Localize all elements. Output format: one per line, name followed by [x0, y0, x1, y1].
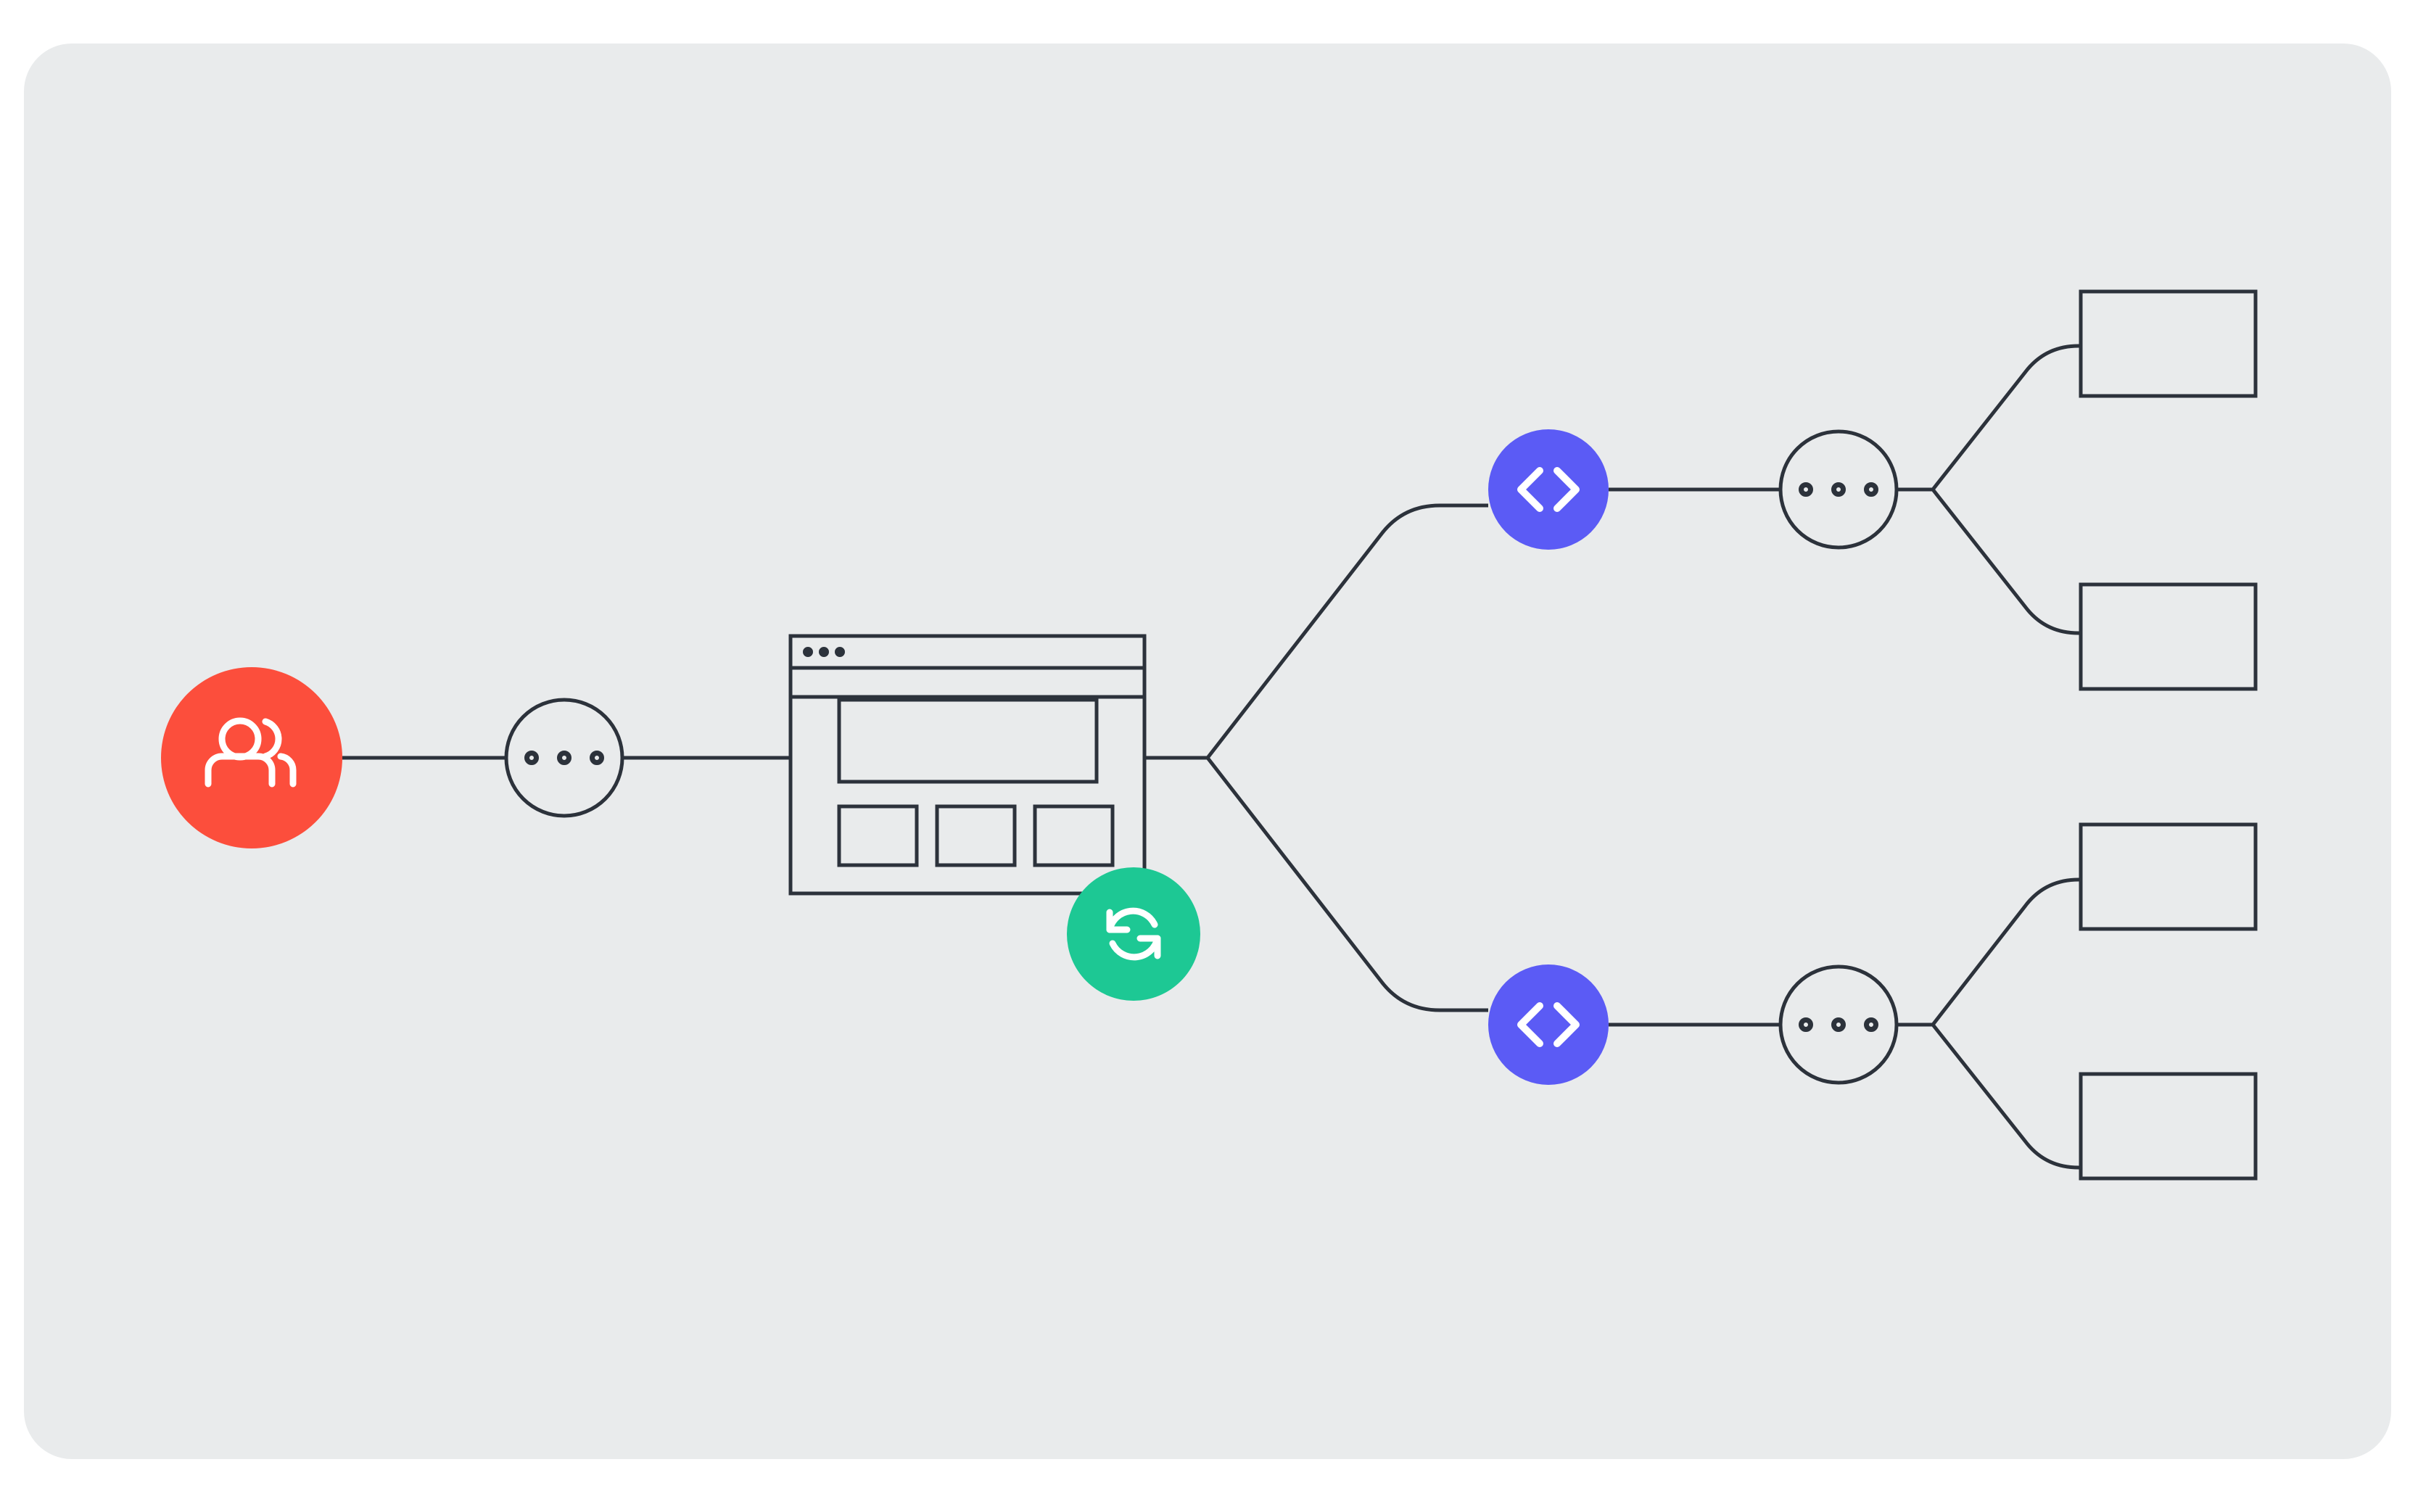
ellipsis-dot	[1864, 482, 1878, 497]
connector-split-up	[1206, 503, 1488, 759]
code-node-top[interactable]	[1488, 429, 1609, 550]
endpoint-rect-4[interactable]	[2079, 1072, 2258, 1181]
dots-node-primary[interactable]	[504, 698, 624, 818]
endpoint-rect-2[interactable]	[2079, 582, 2258, 691]
browser-traffic-dot	[835, 647, 845, 657]
diagram-card	[24, 44, 2391, 1459]
ellipsis-dot	[524, 751, 539, 765]
ellipsis-dot	[590, 751, 604, 765]
dots-node-top[interactable]	[1778, 429, 1899, 550]
users-node[interactable]	[161, 667, 342, 848]
ellipsis-dot	[1799, 482, 1813, 497]
users-icon	[205, 717, 297, 788]
dots-node-ring	[504, 698, 624, 818]
code-node-disc	[1488, 964, 1609, 1085]
connector-layer	[342, 344, 2081, 1170]
endpoint-rect-1[interactable]	[2079, 289, 2258, 398]
sync-node-disc	[1067, 867, 1200, 1001]
browser-tile-group	[837, 804, 1115, 867]
ellipsis-dot	[557, 751, 572, 765]
ellipsis-icon	[1799, 482, 1878, 497]
dots-node-ring	[1778, 964, 1899, 1085]
connector-split-down	[1206, 756, 1488, 1012]
browser-tile[interactable]	[837, 804, 919, 867]
browser-tile[interactable]	[935, 804, 1017, 867]
dots-node-ring	[1778, 429, 1899, 550]
code-brackets-icon	[1517, 467, 1580, 512]
ellipsis-icon	[524, 751, 604, 765]
sync-badge-node[interactable]	[1067, 867, 1200, 1001]
code-brackets-icon	[1517, 1002, 1580, 1047]
ellipsis-icon	[1799, 1017, 1878, 1032]
code-node-bottom[interactable]	[1488, 964, 1609, 1085]
ellipsis-dot	[1799, 1017, 1813, 1032]
browser-tile[interactable]	[1033, 804, 1115, 867]
connector-dots-top-branch-up	[1897, 344, 2081, 492]
dots-node-bottom[interactable]	[1778, 964, 1899, 1085]
browser-traffic-light-dots	[803, 647, 845, 657]
browser-traffic-dot	[819, 647, 829, 657]
browser-traffic-dot	[803, 647, 813, 657]
endpoint-layer	[2079, 289, 2258, 1181]
ellipsis-dot	[1831, 482, 1846, 497]
connector-dots-bottom-branch-up	[1897, 877, 2081, 1027]
browser-window-node[interactable]	[788, 634, 1147, 896]
ellipsis-dot	[1831, 1017, 1846, 1032]
endpoint-rect-3[interactable]	[2079, 822, 2258, 931]
refresh-sync-icon	[1106, 907, 1161, 961]
browser-frame	[788, 634, 1147, 896]
ellipsis-dot	[1864, 1017, 1878, 1032]
connector-dots-bottom-branch-down	[1931, 1023, 2081, 1170]
code-node-disc	[1488, 429, 1609, 550]
browser-content-panel	[837, 698, 1099, 784]
connector-dots-top-branch-down	[1931, 488, 2081, 635]
